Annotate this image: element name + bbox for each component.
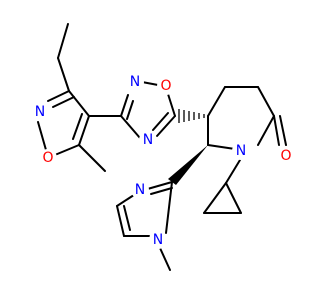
bond-isox-methyl (78, 144, 106, 172)
stereo-bonds (168, 109, 208, 185)
bond-im-c4-c5 (116, 205, 125, 237)
wedge-bond (168, 145, 208, 185)
bond-ethyl-ch3 (57, 23, 69, 59)
bond-im-c4-c5-double (123, 205, 131, 231)
bond-ethyl-ch2 (57, 57, 70, 92)
atom-n-imidazole-bottom: N (153, 232, 163, 248)
atom-labels: N O N O N N N N O (31, 73, 295, 249)
bond-isox-c5-c4-double (72, 113, 83, 140)
bond-n-cyclopropyl (225, 159, 241, 184)
atom-o-carbonyl: O (280, 148, 291, 164)
bond-isox-n-o (37, 121, 47, 151)
molecule-svg: N O N O N N N N O (31, 23, 295, 271)
bond-carbonyl-single (273, 115, 280, 146)
bond-pip-c2-n1 (257, 115, 275, 146)
atom-n-imidazole-top: N (135, 182, 145, 198)
bond-isox-c5-c4 (78, 115, 90, 146)
bond-im-n1-c2 (165, 181, 173, 234)
bond-cyclopropyl-1 (203, 182, 227, 214)
bond-oxd-c3-n2-double (126, 100, 134, 120)
bond-im-c2-n3-double (150, 187, 173, 195)
bond-isox-c4-c3 (68, 90, 90, 117)
atom-n-oxadiazole-top: N (130, 74, 140, 90)
bond-oxd-c5-n4 (156, 115, 176, 137)
bond-oxd-c5-n4-double (152, 112, 169, 131)
bond-im-n-methyl (159, 247, 171, 271)
atom-o-isoxazole: O (42, 150, 53, 166)
atom-n-oxadiazole-bottom: N (143, 132, 153, 148)
bond-oxd-n4-c3 (120, 115, 141, 139)
bond-oxd-c3-n2 (120, 94, 129, 117)
bond-isox-c3-n (47, 90, 70, 102)
atom-o-oxadiazole: O (160, 78, 171, 94)
bond-pip-n1-c6 (207, 144, 236, 150)
bond-oxd-n2-o1 (141, 81, 159, 86)
bond-oxd-o1-c5 (167, 93, 176, 117)
bond-carbonyl-double (279, 115, 287, 146)
bond-isox-c3-n-double (52, 96, 75, 108)
atom-n-piperidinone: N (236, 143, 246, 159)
bond-pip-c3-c2 (257, 86, 275, 117)
bond-cyclopropyl-3 (225, 182, 242, 214)
bond-pip-c5-c4 (207, 86, 226, 117)
atom-n-isoxazole: N (35, 104, 45, 120)
structure-diagram: N O N O N N N N O (31, 23, 295, 271)
